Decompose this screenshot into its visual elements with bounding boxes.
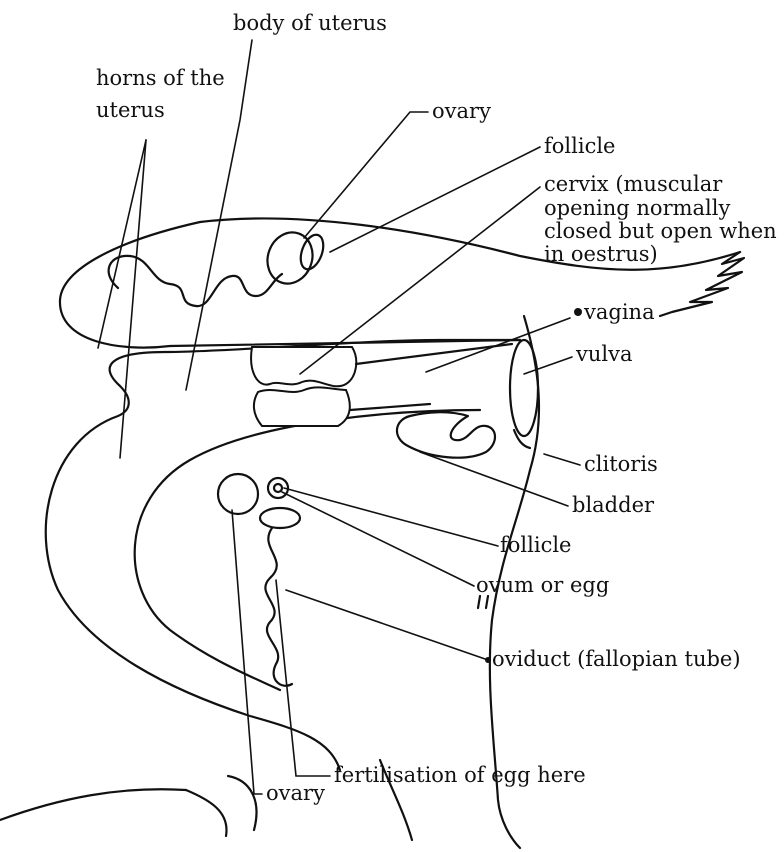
lead-horns-1 xyxy=(98,140,146,348)
label-cervix-line2: opening normally xyxy=(544,196,730,220)
label-vulva: vulva xyxy=(575,342,633,366)
label-vagina: vagina xyxy=(583,300,655,324)
label-horns-line2: uterus xyxy=(96,98,165,122)
udder-outline xyxy=(186,776,256,836)
label-clitoris: clitoris xyxy=(584,452,658,476)
lead-fertilisation xyxy=(276,580,330,776)
label-ovary-top: ovary xyxy=(432,99,491,123)
uterus-inner-outline xyxy=(135,410,480,690)
lead-oviduct xyxy=(286,590,488,660)
lead-ovary-top xyxy=(304,112,428,238)
clitoris-outline xyxy=(514,430,530,448)
label-ovum: ovum or egg xyxy=(476,573,609,597)
lead-body-of-uterus xyxy=(186,40,252,390)
label-follicle-bottom: follicle xyxy=(500,533,571,557)
lead-ovum xyxy=(282,492,474,586)
lower-fimbria xyxy=(260,508,300,528)
label-cervix-line1: cervix (muscular xyxy=(544,172,723,196)
label-bladder: bladder xyxy=(572,493,655,517)
lead-clitoris xyxy=(544,454,580,465)
cervix-lower xyxy=(254,387,350,426)
cervix-upper xyxy=(251,347,356,386)
ovum xyxy=(274,484,282,492)
lead-vagina xyxy=(426,318,570,372)
dashed-mark xyxy=(478,596,488,608)
oviduct-marker xyxy=(485,657,491,663)
label-ovary-bottom: ovary xyxy=(266,781,325,805)
labels: body of uterus horns of the uterus ovary… xyxy=(96,11,777,805)
vagina-outline xyxy=(356,344,512,364)
label-oviduct: oviduct (fallopian tube) xyxy=(492,647,741,671)
lead-bladder xyxy=(420,452,568,506)
vagina-marker xyxy=(574,308,582,316)
label-fertilisation: fertilisation of egg here xyxy=(334,763,586,787)
belly-line xyxy=(0,789,186,820)
lead-horns-2 xyxy=(120,140,146,458)
lead-ovary-bottom xyxy=(232,510,262,794)
label-cervix-line3: closed but open when xyxy=(544,219,777,243)
lead-vulva xyxy=(524,357,572,374)
label-follicle-top: follicle xyxy=(544,134,615,158)
lead-follicle-bottom xyxy=(284,488,498,546)
lower-ovary xyxy=(218,474,258,514)
bladder-outline xyxy=(397,412,495,457)
vagina-lower xyxy=(350,404,430,410)
label-horns-line1: horns of the xyxy=(96,66,225,90)
label-body-of-uterus: body of uterus xyxy=(233,11,387,35)
label-cervix-line4: in oestrus) xyxy=(544,242,658,266)
